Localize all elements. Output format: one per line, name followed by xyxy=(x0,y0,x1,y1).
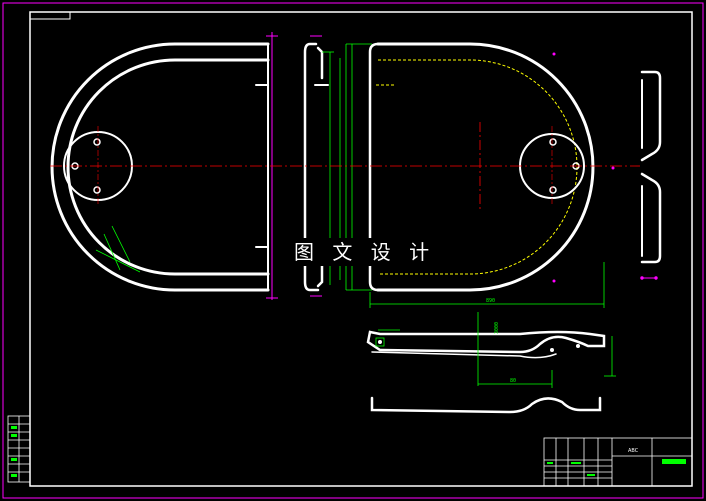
right-view-outer-outline xyxy=(376,42,595,292)
bottom-height-dim-text: 3000 xyxy=(494,322,500,334)
title-block-cells xyxy=(547,462,595,476)
bottom-section-a-lower xyxy=(371,351,557,359)
watermark-text: 图 文 设 计 xyxy=(294,240,435,264)
bottom-section-a-holes xyxy=(378,340,580,352)
far-right-profile-top xyxy=(640,70,662,162)
left-top-view xyxy=(50,42,270,292)
left-hub-hole xyxy=(93,138,101,146)
parts-list-entries xyxy=(11,426,17,477)
title-block-label: ABC xyxy=(628,448,639,454)
right-view-dims xyxy=(369,262,605,308)
right-hub-hole xyxy=(549,186,557,194)
bottom-section-b xyxy=(370,396,602,414)
left-hub-hole xyxy=(93,186,101,194)
right-front-view xyxy=(368,42,595,292)
side-magenta-marks xyxy=(310,35,322,297)
title-block-green-cell xyxy=(662,459,686,464)
right-view-left-edge xyxy=(368,42,380,292)
bottom-length-dim-text: 80 xyxy=(510,378,516,384)
side-section-inner xyxy=(316,46,324,80)
bottom-section-a-dims xyxy=(375,312,616,388)
bottom-section-a xyxy=(366,330,606,359)
bottom-section-a-top xyxy=(366,330,606,354)
sheet-corner-tab xyxy=(29,11,71,20)
left-view-outer-outline xyxy=(50,42,270,292)
sheet-inner-frame xyxy=(29,11,693,487)
watermark-backdrop xyxy=(286,238,430,266)
title-block xyxy=(543,437,693,487)
left-view-inner-outline xyxy=(66,58,270,276)
far-right-profile-bottom xyxy=(640,172,662,264)
right-view-magenta-marks xyxy=(552,52,615,283)
far-right-profile xyxy=(640,70,662,264)
side-section-outline xyxy=(303,42,320,292)
left-view-radial-dims xyxy=(95,225,141,273)
front-width-dim-text: 890 xyxy=(486,298,495,304)
parts-list xyxy=(7,415,31,483)
right-hub-hole xyxy=(549,138,557,146)
far-right-magenta-marks xyxy=(640,276,658,280)
